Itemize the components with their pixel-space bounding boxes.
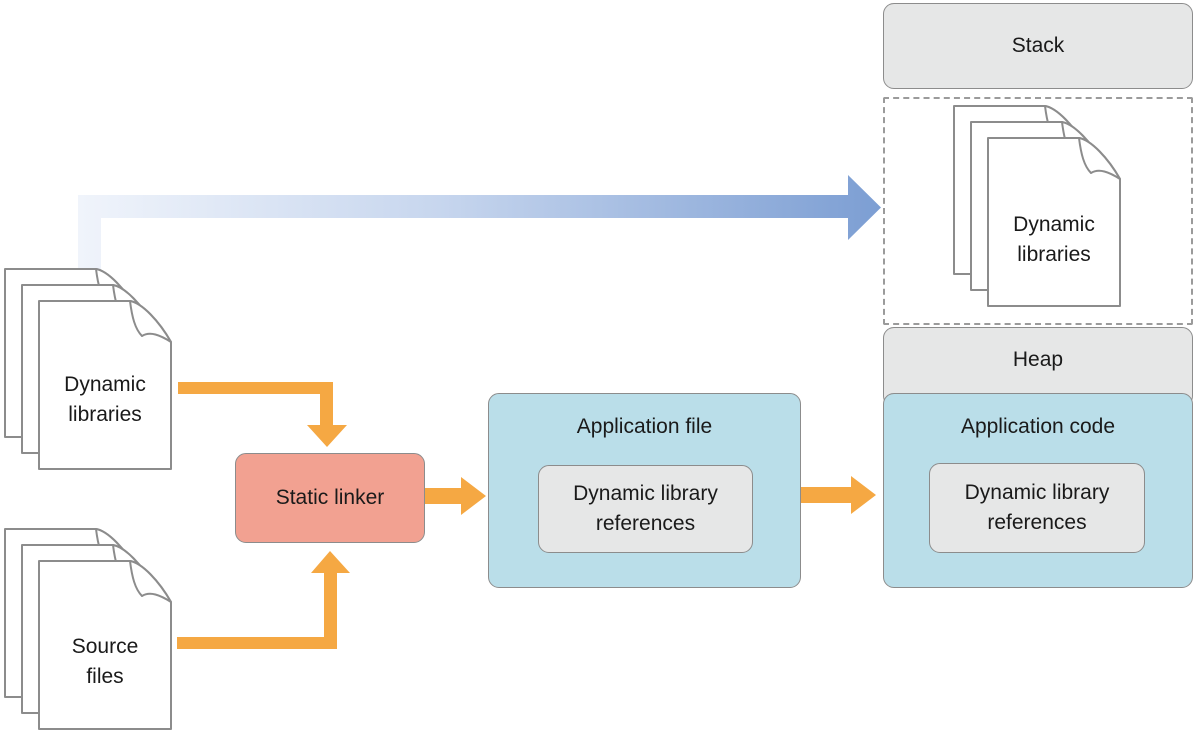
- memory-library-references-box: [929, 463, 1145, 553]
- memory-library-references-label: Dynamic library references: [964, 481, 1110, 534]
- heap-region-label: Heap: [1012, 348, 1064, 371]
- stack-region-box: [883, 3, 1193, 89]
- loaded-libraries-region-box: [883, 97, 1193, 325]
- loaded-dynamic-libraries-label: Dynamic libraries: [1013, 213, 1095, 266]
- application-file-to-memory-arrow: [801, 476, 876, 514]
- dynamic-libraries-label: Dynamic libraries: [64, 373, 146, 426]
- source-files-label: Source files: [71, 635, 139, 688]
- static-linker-box: [235, 453, 425, 543]
- file-library-references-label: Dynamic library references: [573, 482, 718, 535]
- dynamic-libraries-documents-icon: [5, 269, 171, 469]
- source-files-documents-icon: [5, 529, 171, 729]
- application-code-label: Application code: [960, 415, 1116, 438]
- source-files-to-linker-arrow: [177, 551, 350, 649]
- linker-to-application-file-arrow: [425, 477, 486, 515]
- stack-region-label: Stack: [1011, 34, 1065, 57]
- load-into-memory-arrow: [78, 175, 881, 296]
- dynamic-libraries-to-linker-arrow: [178, 382, 347, 447]
- static-linker-label: Static linker: [275, 486, 385, 509]
- application-file-label: Application file: [576, 415, 713, 438]
- file-library-references-box: [538, 465, 753, 553]
